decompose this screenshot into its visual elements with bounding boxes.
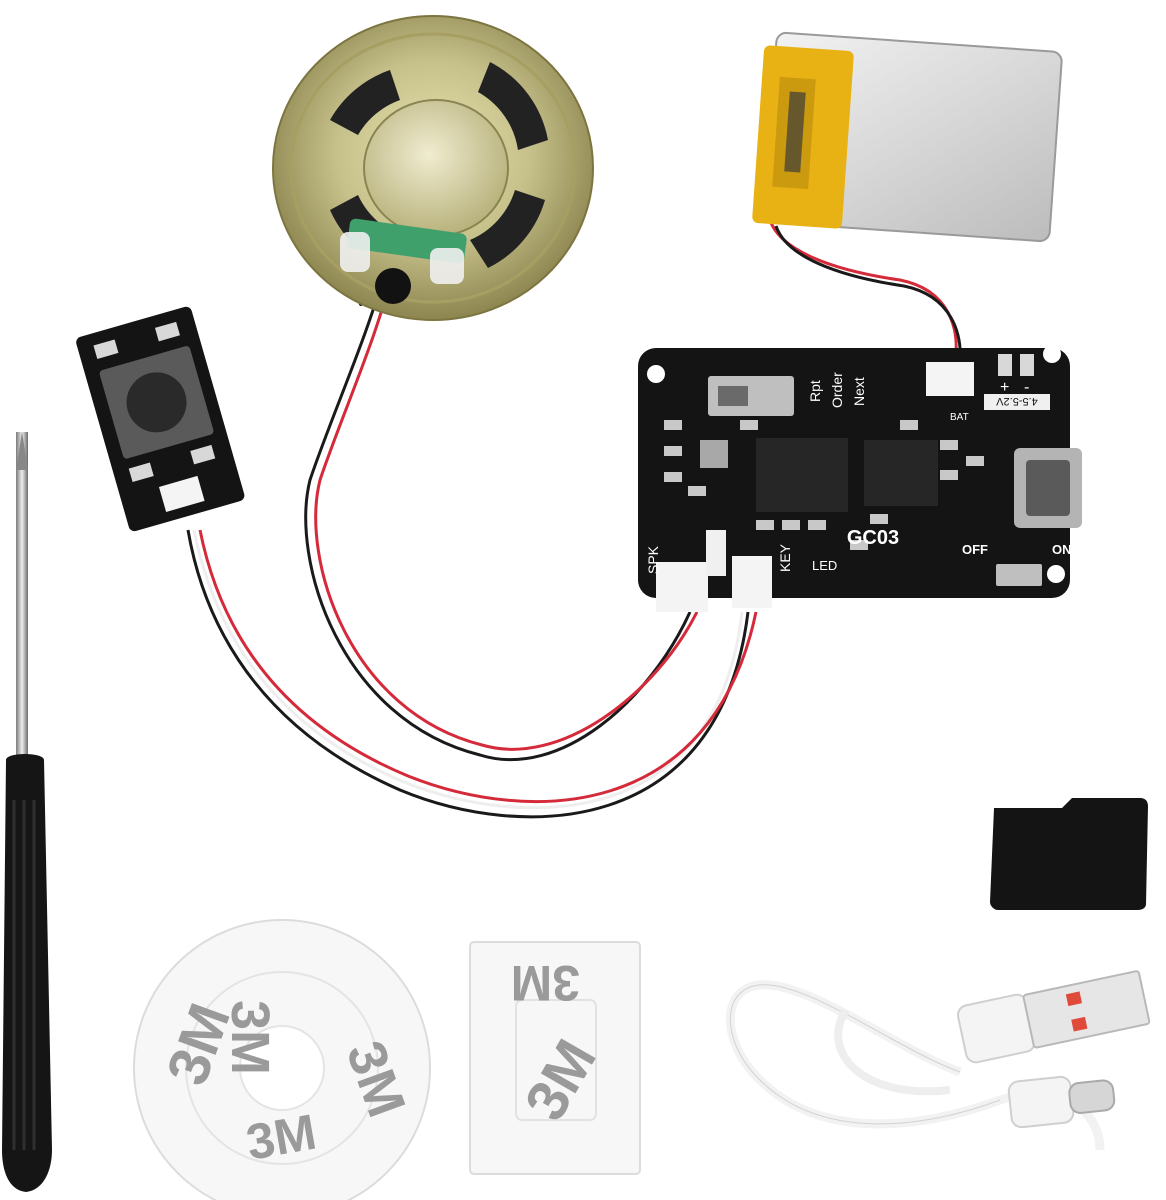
mode-label-rpt: Rpt xyxy=(807,380,823,402)
on-label: ON xyxy=(1052,542,1072,557)
led-label: LED xyxy=(812,558,837,573)
mode-label-next: Next xyxy=(851,377,867,406)
gc03-board: Rpt Order Next BAT + - 4.5-5.2V GC03 xyxy=(638,345,1082,612)
battery-cable xyxy=(768,219,962,363)
power-plus-label: + xyxy=(1000,379,1009,396)
power-minus-label: - xyxy=(1024,379,1029,396)
off-label: OFF xyxy=(962,542,988,557)
round-pad-3m-mark-1: 3M xyxy=(220,1000,280,1075)
micro-sd-card xyxy=(990,798,1148,910)
lipo-battery xyxy=(752,31,1063,243)
voltage-label: 4.5-5.2V xyxy=(996,395,1038,407)
round-adhesive-pad: 3M 3M 3M 3M xyxy=(133,919,431,1200)
speaker xyxy=(272,15,594,321)
square-adhesive-pad: 3M 3M xyxy=(469,941,641,1175)
round-pad-3m-mark-4: 3M xyxy=(242,1104,320,1171)
screwdriver xyxy=(2,432,52,1192)
push-button-module xyxy=(76,306,245,532)
spk-label: SPK xyxy=(645,545,661,574)
key-label: KEY xyxy=(777,543,793,572)
mode-label-order: Order xyxy=(829,372,845,408)
usb-cable xyxy=(725,970,1151,1151)
square-pad-3m-mark-1: 3M xyxy=(511,955,580,1011)
key-cable xyxy=(186,529,758,819)
bat-label: BAT xyxy=(950,412,969,423)
board-model-label: GC03 xyxy=(847,527,899,549)
